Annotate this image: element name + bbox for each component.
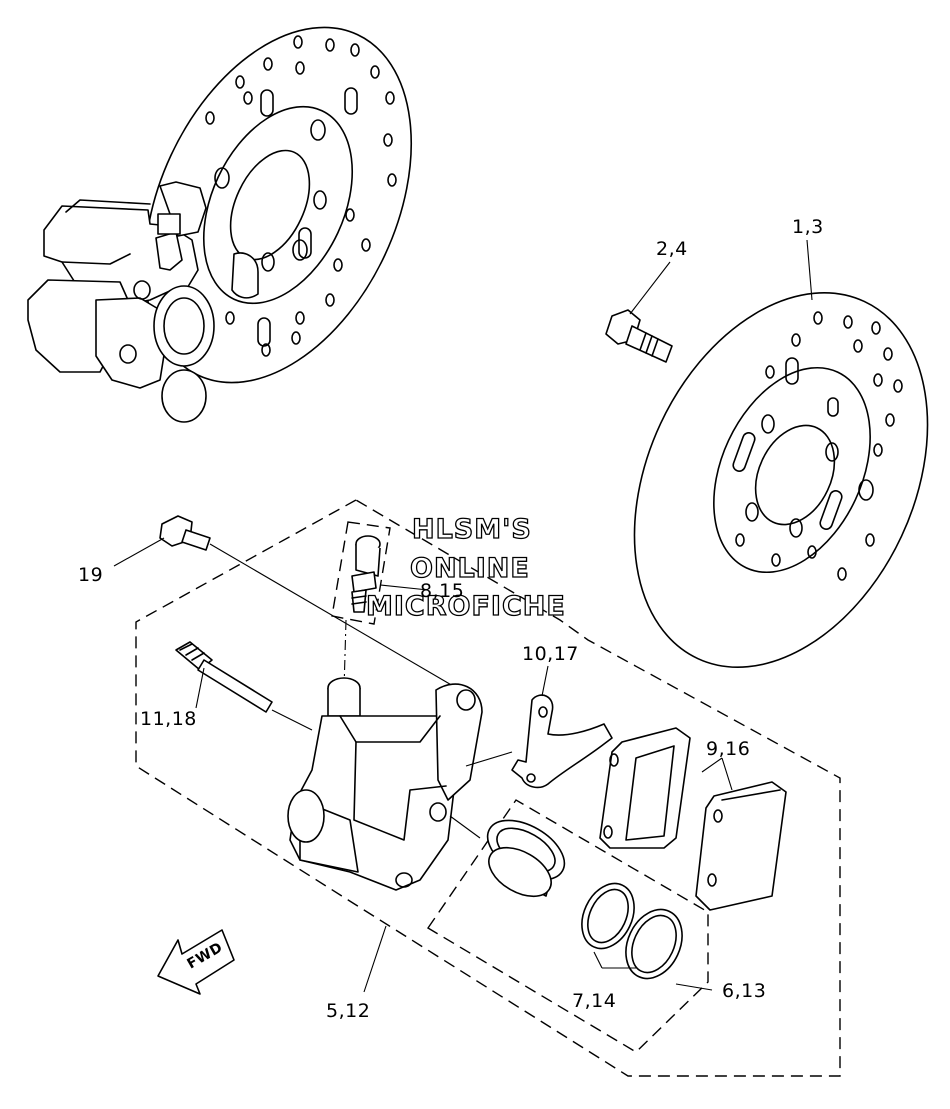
watermark-line-2: ONLINE: [409, 552, 530, 584]
dust-seal-6-13: [625, 908, 683, 980]
brake-pad-left: [599, 727, 691, 849]
disc-bolt-2-4: [605, 309, 673, 363]
leader-lines: [113, 239, 813, 993]
guide-pin-11-18: [175, 641, 313, 731]
callout-9-16: 9,16: [706, 738, 751, 760]
brake-disc-1-3: [633, 292, 929, 668]
callout-5-12: 5,12: [326, 1000, 371, 1022]
piston-seal-7-14: [581, 882, 635, 950]
watermark-line-1: HLSM'S: [411, 513, 532, 545]
callout-19: 19: [78, 564, 104, 586]
callout-8-15: 8,15: [420, 580, 465, 602]
callout-7-14: 7,14: [572, 990, 617, 1012]
caliper-body: [287, 677, 513, 891]
watermark-line-3: MICROFICHE: [365, 590, 566, 622]
bolt-19: [159, 515, 461, 691]
caliper-assembly-boundary: [135, 499, 841, 1077]
callout-11-18: 11,18: [140, 708, 197, 730]
callout-2-4: 2,4: [656, 238, 688, 260]
piston: [486, 819, 566, 898]
callout-1-3: 1,3: [792, 216, 824, 238]
assembled-caliper: [27, 181, 259, 423]
bleeder-boundary: [331, 521, 391, 625]
assembled-brake-disc: [143, 26, 413, 384]
brake-pad-right: [695, 781, 787, 911]
fwd-arrow: [157, 929, 235, 995]
pad-spring-10-17: [511, 665, 613, 789]
callout-10-17: 10,17: [522, 643, 579, 665]
bleeder-8-15: [343, 535, 429, 691]
pad-leader: [701, 757, 733, 791]
callout-6-13: 6,13: [722, 980, 767, 1002]
